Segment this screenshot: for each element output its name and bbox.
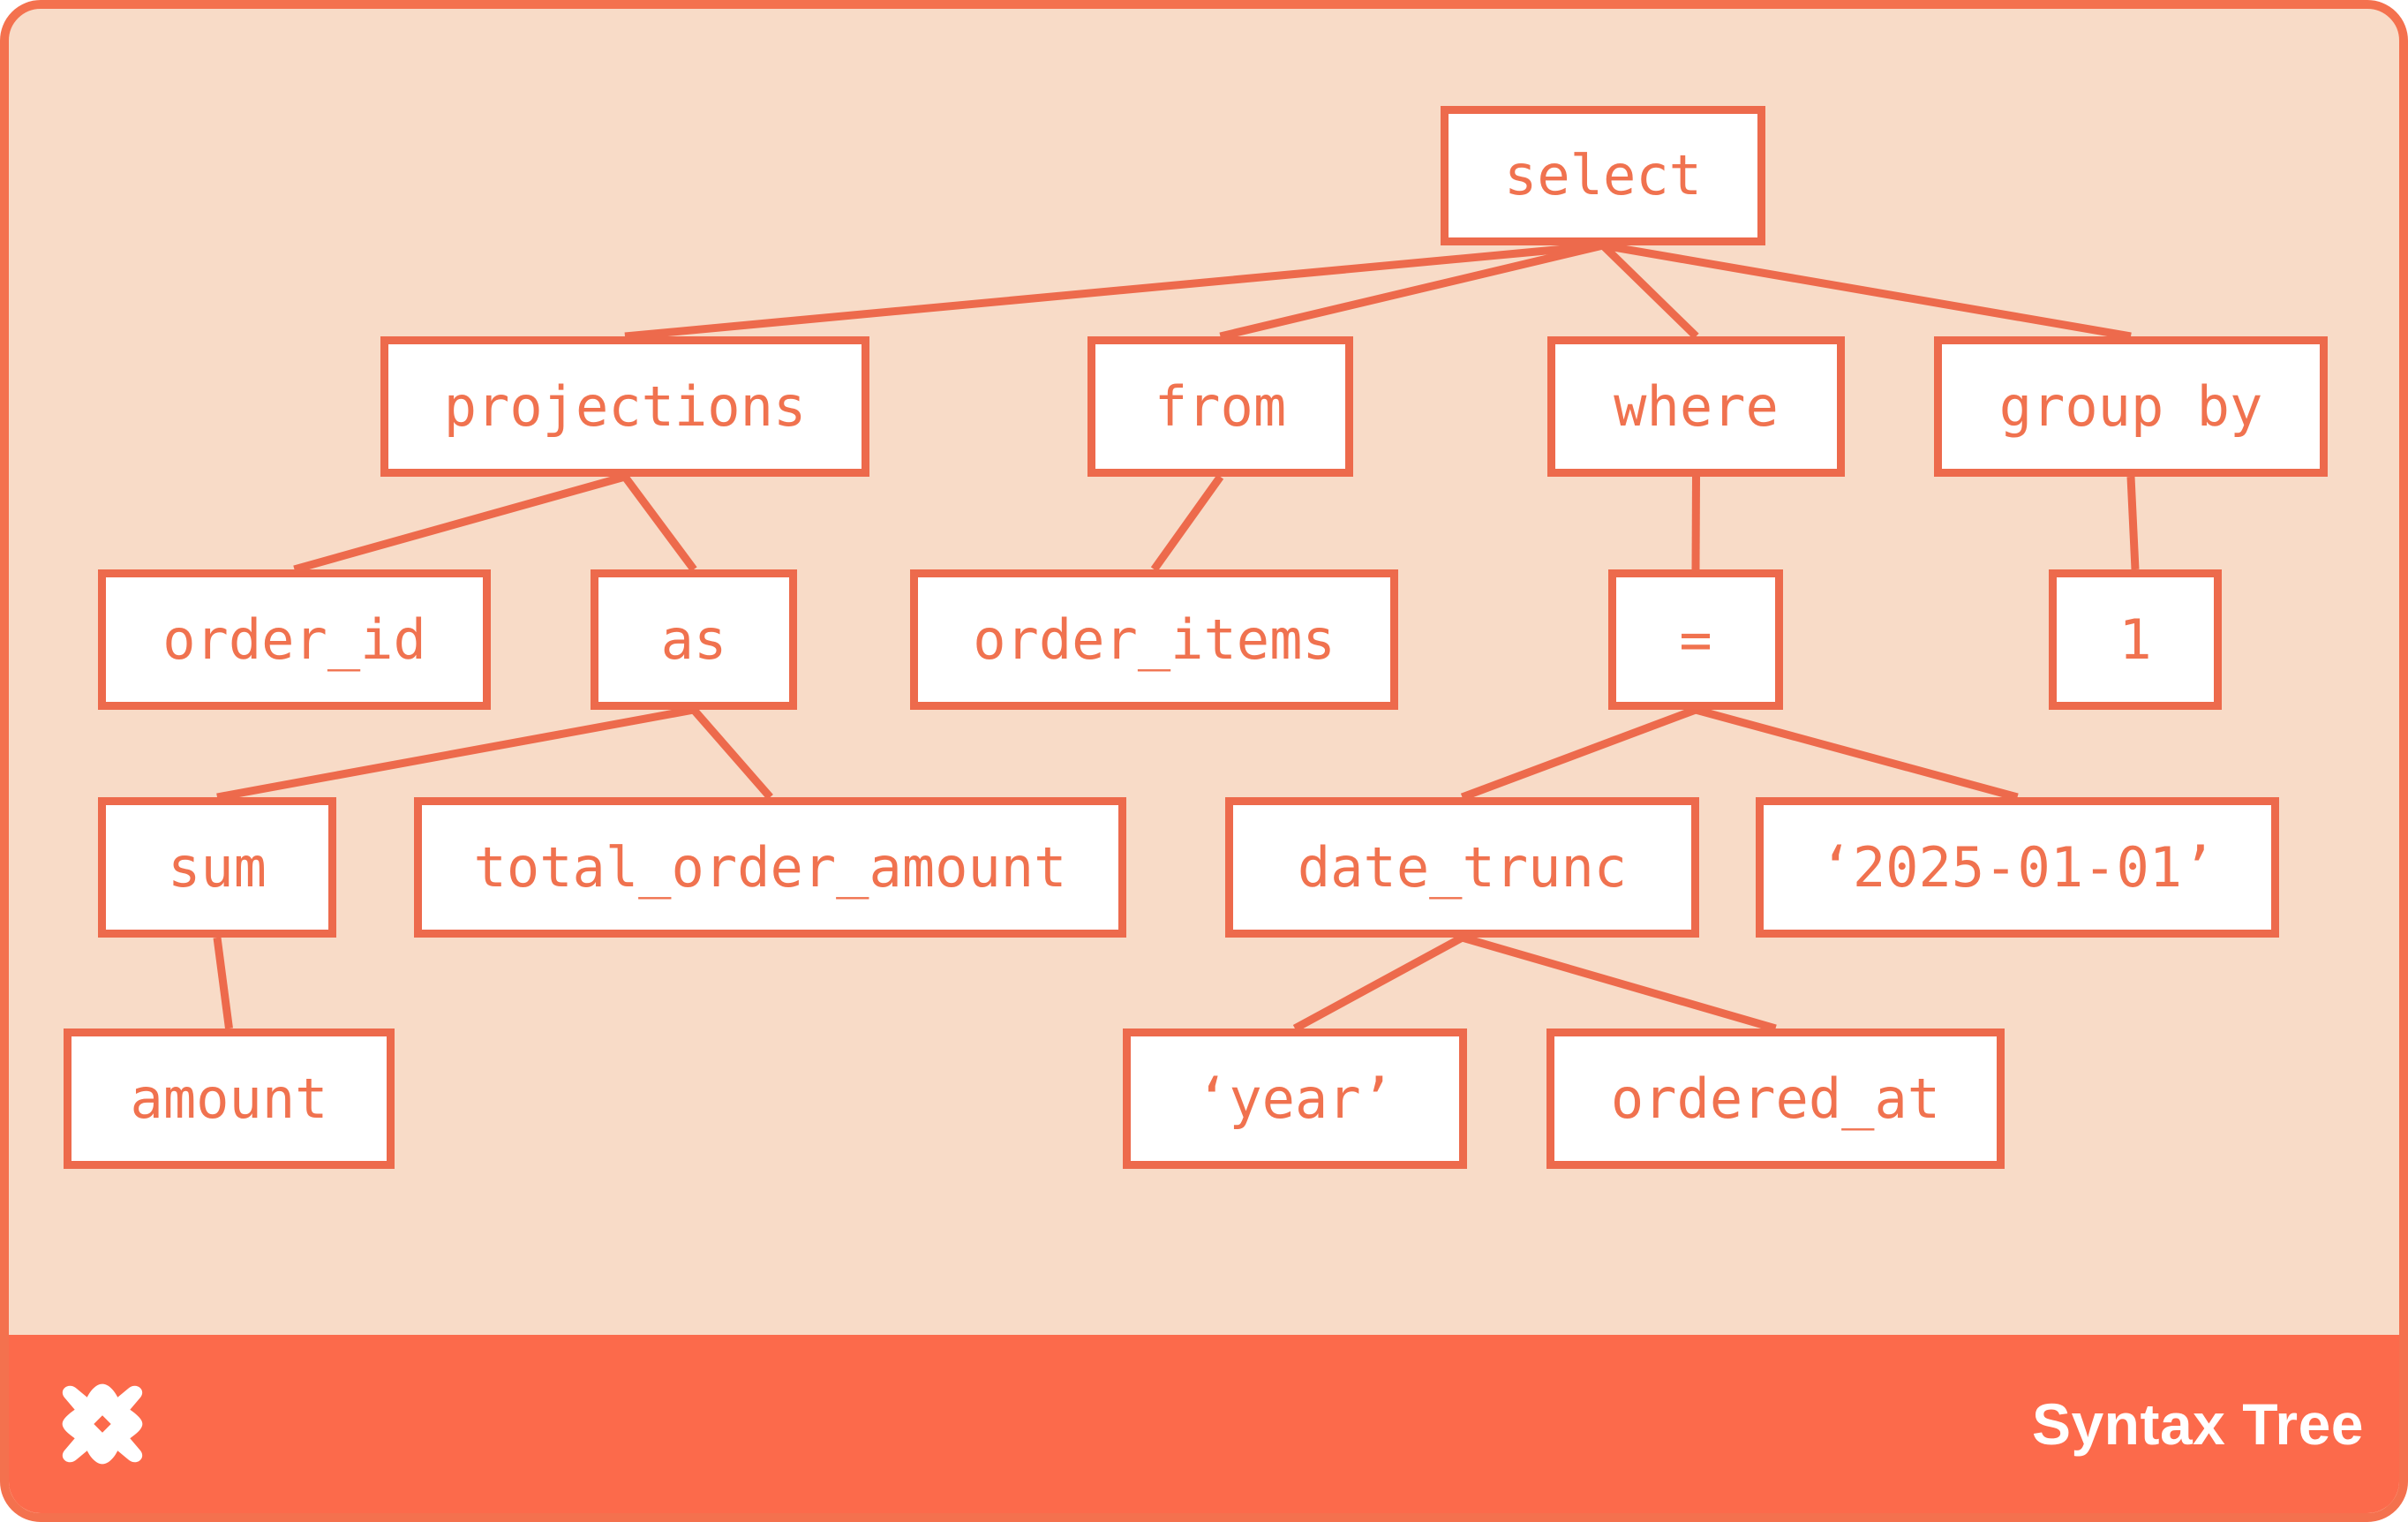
tree-node-label: amount <box>130 1066 328 1131</box>
tree-edge-equals-to-date-trunc <box>1460 705 1697 802</box>
tree-node-label: projections <box>443 373 807 439</box>
tree-node-label: ‘year’ <box>1196 1066 1394 1131</box>
tree-edge-equals-to-date-literal <box>1694 705 2019 802</box>
tree-edge-select-to-where <box>1599 242 1699 340</box>
tree-node-sum[interactable]: sum <box>98 797 336 938</box>
tree-edge-as-to-total-order-amount <box>690 707 773 800</box>
footer-bar: Syntax Tree <box>9 1335 2399 1513</box>
tree-node-ordered-at[interactable]: ordered_at <box>1546 1028 2005 1169</box>
tree-node-label: ordered_at <box>1610 1066 1941 1131</box>
tree-node-date-trunc[interactable]: date_trunc <box>1225 797 1699 938</box>
x-star-logo-icon <box>62 1383 143 1465</box>
tree-edge-group-by-to-one <box>2126 476 2140 570</box>
edge-layer <box>213 241 2140 1033</box>
tree-node-as[interactable]: as <box>591 569 797 710</box>
tree-node-where[interactable]: where <box>1547 336 1845 477</box>
tree-edge-date-trunc-to-year-literal <box>1292 934 1464 1032</box>
tree-node-label: where <box>1614 373 1779 439</box>
tree-node-one[interactable]: 1 <box>2049 569 2222 710</box>
tree-node-group-by[interactable]: group by <box>1934 336 2328 477</box>
tree-edge-select-to-from <box>1219 241 1605 341</box>
tree-node-equals[interactable]: = <box>1608 569 1783 710</box>
tree-node-amount[interactable]: amount <box>64 1028 395 1169</box>
tree-node-order-items[interactable]: order_items <box>910 569 1398 710</box>
tree-edge-as-to-sum <box>216 705 695 802</box>
tree-edge-select-to-projections <box>624 241 1604 341</box>
tree-node-projections[interactable]: projections <box>380 336 869 477</box>
tree-node-label: order_id <box>162 607 426 672</box>
tree-node-from[interactable]: from <box>1087 336 1353 477</box>
tree-node-label: 1 <box>2118 607 2152 672</box>
tree-node-label: total_order_amount <box>473 834 1067 900</box>
tree-node-label: as <box>660 607 727 672</box>
tree-edge-select-to-group-by <box>1602 241 2132 341</box>
tree-node-year-literal[interactable]: ‘year’ <box>1123 1028 1467 1169</box>
tree-node-label: select <box>1504 143 1702 207</box>
tree-edge-from-to-order-items <box>1150 474 1224 572</box>
footer-title: Syntax Tree <box>2031 1391 2364 1457</box>
tree-node-order-id[interactable]: order_id <box>98 569 491 710</box>
tree-edge-where-to-equals <box>1691 476 1700 570</box>
tree-node-label: date_trunc <box>1297 834 1628 900</box>
tree-node-total-order-amount[interactable]: total_order_amount <box>414 797 1126 938</box>
tree-edge-projections-to-order-id <box>293 472 627 574</box>
tree-node-label: = <box>1679 607 1712 672</box>
tree-node-label: sum <box>168 834 267 900</box>
tree-node-label: group by <box>1998 373 2263 439</box>
tree-edge-sum-to-amount <box>213 937 233 1029</box>
tree-node-select[interactable]: select <box>1441 106 1765 245</box>
tree-node-label: ‘2025-01-01’ <box>1819 834 2216 900</box>
tree-node-date-literal[interactable]: ‘2025-01-01’ <box>1756 797 2279 938</box>
tree-edge-projections-to-as <box>621 474 697 572</box>
tree-node-label: from <box>1154 373 1287 439</box>
tree-edges-canvas <box>9 9 2399 1513</box>
tree-node-label: order_items <box>973 607 1336 672</box>
tree-edge-date-trunc-to-ordered-at <box>1461 933 1777 1033</box>
